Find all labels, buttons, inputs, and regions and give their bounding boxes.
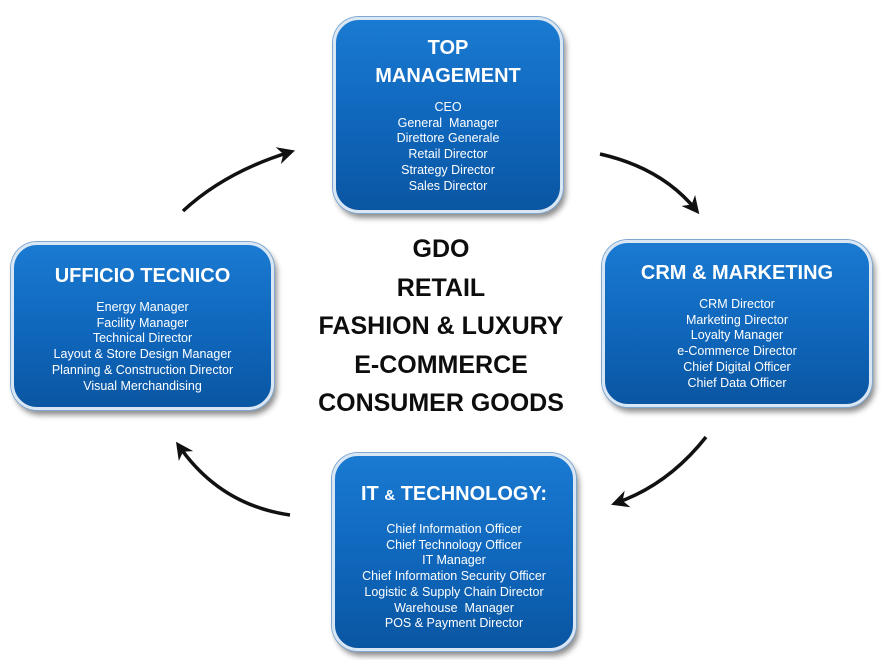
box-bottom-title: IT & TECHNOLOGY: (335, 480, 573, 510)
center-line-fashion: FASHION & LUXURY (318, 312, 564, 340)
list-item: Layout & Store Design Manager (53, 347, 232, 362)
list-item: IT Manager (422, 553, 486, 568)
box-bottom-title-part2: TECHNOLOGY: (395, 483, 548, 505)
list-item: Direttore Generale (396, 131, 500, 146)
list-item: Visual Merchandising (83, 378, 202, 393)
arrow-right-to-bottom (611, 435, 708, 508)
list-item: Strategy Director (401, 162, 495, 177)
arrow-left-to-top (181, 147, 296, 213)
arrow-top-to-right (599, 152, 700, 215)
box-bottom-title-amp: & (384, 487, 396, 504)
list-item: POS & Payment Director (384, 616, 524, 631)
list-item: CEO (434, 100, 462, 114)
center-line-retail: RETAIL (396, 273, 486, 302)
list-item: Chief Information Officer (386, 522, 522, 536)
box-bottom-title-part1: IT (360, 483, 385, 505)
list-item: General Manager (397, 115, 499, 130)
list-item: Facility Manager (96, 315, 189, 330)
arrow-bottom-to-left (176, 441, 291, 517)
list-item: Chief Technology Officer (386, 537, 522, 552)
list-item: Chief Data Officer (687, 375, 787, 390)
list-item: e-Commerce Director (677, 344, 797, 359)
list-item: CRM Director (699, 297, 775, 311)
list-item: Marketing Director (685, 312, 789, 327)
box-left-title: UFFICIO TECNICO (54, 265, 231, 287)
list-item: Chief Digital Officer (683, 359, 791, 374)
center-line-consumer-goods: CONSUMER GOODS (318, 389, 564, 417)
box-right-title: CRM & MARKETING (640, 262, 834, 284)
box-top-management: TOP MANAGEMENT CEO General Manager Diret… (333, 17, 563, 213)
box-right-items: CRM Director Marketing Director Loyalty … (605, 297, 869, 391)
list-item: Logistic & Supply Chain Director (364, 584, 544, 599)
list-item: Retail Director (408, 147, 488, 162)
box-top-title: TOP MANAGEMENT (336, 34, 560, 90)
list-item: Chief Information Security Officer (362, 569, 546, 584)
list-item: Planning & Construction Director (51, 362, 234, 377)
list-item: Warehouse Manager (394, 600, 514, 615)
box-top-title-line1: TOP (427, 37, 469, 59)
box-left-items: Energy Manager Facility Manager Technica… (14, 300, 271, 394)
box-bottom-items: Chief Information Officer Chief Technolo… (335, 522, 573, 632)
center-sectors: GDO RETAIL FASHION & LUXURY E-COMMERCE C… (291, 230, 591, 423)
list-item: Energy Manager (96, 300, 189, 314)
box-crm-marketing: CRM & MARKETING CRM Director Marketing D… (602, 240, 872, 407)
list-item: Technical Director (92, 331, 193, 346)
box-top-title-line2: MANAGEMENT (375, 65, 521, 87)
box-top-items: CEO General Manager Direttore Generale R… (336, 100, 560, 194)
center-line-ecommerce: E-COMMERCE (354, 350, 528, 379)
list-item: Loyalty Manager (690, 328, 784, 343)
center-line-gdo: GDO (412, 235, 470, 263)
box-it-technology: IT & TECHNOLOGY: Chief Information Offic… (332, 453, 576, 651)
list-item: Sales Director (408, 178, 488, 193)
box-ufficio-tecnico: UFFICIO TECNICO Energy Manager Facility … (11, 242, 274, 410)
